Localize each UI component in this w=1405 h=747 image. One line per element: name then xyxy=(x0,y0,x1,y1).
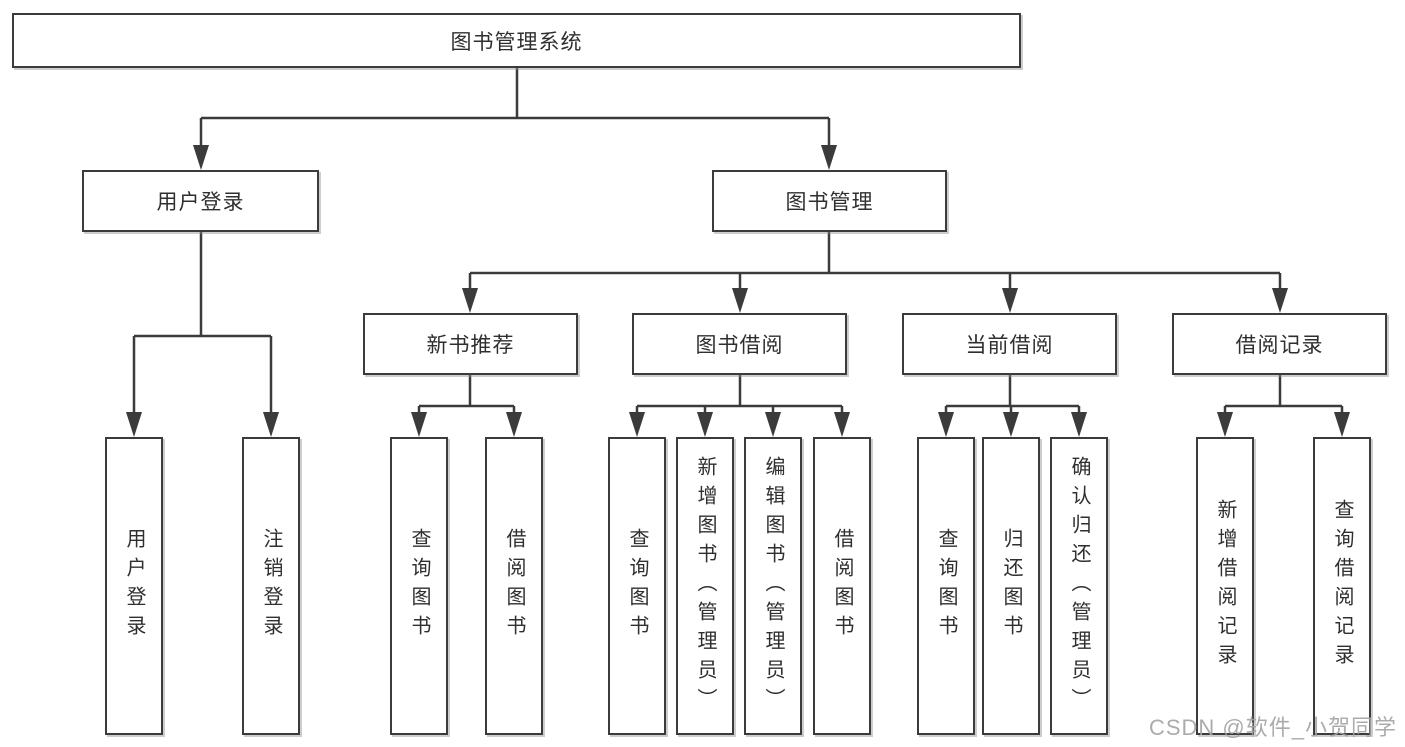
node-label: 用户登录 xyxy=(156,191,245,214)
leaf-label: 编辑图书（管理员） xyxy=(762,455,784,717)
leaf-add-books-admin: 新增图书（管理员） xyxy=(676,437,734,735)
leaf-query-books-current: 查询图书 xyxy=(917,437,975,735)
leaf-add-borrow-record: 新增借阅记录 xyxy=(1196,437,1254,735)
node-current-borrowing: 当前借阅 xyxy=(902,313,1117,375)
leaf-label: 查询图书 xyxy=(408,528,430,644)
leaf-label: 借阅图书 xyxy=(503,528,525,644)
node-user-login: 用户登录 xyxy=(82,170,319,232)
csdn-watermark: CSDN @软件_小贺同学 xyxy=(1148,715,1397,740)
leaf-borrow-books-recommend: 借阅图书 xyxy=(485,437,543,735)
node-book-management: 图书管理 xyxy=(712,170,947,232)
leaf-label: 借阅图书 xyxy=(831,528,853,644)
leaf-label: 新增借阅记录 xyxy=(1214,499,1236,673)
leaf-label: 用户登录 xyxy=(123,528,145,644)
node-book-management-system: 图书管理系统 xyxy=(12,13,1021,68)
node-borrowing-records: 借阅记录 xyxy=(1172,313,1387,375)
node-label: 图书管理系统 xyxy=(450,30,583,54)
leaf-label: 查询借阅记录 xyxy=(1331,499,1353,673)
leaf-query-borrow-record: 查询借阅记录 xyxy=(1313,437,1371,735)
leaf-confirm-return-admin: 确认归还（管理员） xyxy=(1050,437,1108,735)
node-new-book-recommendation: 新书推荐 xyxy=(363,313,578,375)
node-label: 图书借阅 xyxy=(695,334,784,357)
node-label: 当前借阅 xyxy=(965,334,1054,357)
node-label: 新书推荐 xyxy=(426,334,515,357)
leaf-borrow-books: 借阅图书 xyxy=(813,437,871,735)
leaf-edit-books-admin: 编辑图书（管理员） xyxy=(744,437,802,735)
leaf-label: 查询图书 xyxy=(626,528,648,644)
leaf-label: 查询图书 xyxy=(935,528,957,644)
leaf-label: 归还图书 xyxy=(1000,528,1022,644)
leaf-logout: 注销登录 xyxy=(242,437,300,735)
arrowheads xyxy=(126,145,1350,437)
leaf-query-books-borrowing: 查询图书 xyxy=(608,437,666,735)
leaf-label: 注销登录 xyxy=(260,528,282,644)
leaf-user-login: 用户登录 xyxy=(105,437,163,735)
node-label: 图书管理 xyxy=(785,191,874,214)
leaf-query-books-recommend: 查询图书 xyxy=(390,437,448,735)
node-book-borrowing: 图书借阅 xyxy=(632,313,847,375)
leaf-return-books: 归还图书 xyxy=(982,437,1040,735)
leaf-label: 新增图书（管理员） xyxy=(694,455,716,717)
leaf-label: 确认归还（管理员） xyxy=(1068,455,1090,717)
node-label: 借阅记录 xyxy=(1235,334,1324,357)
